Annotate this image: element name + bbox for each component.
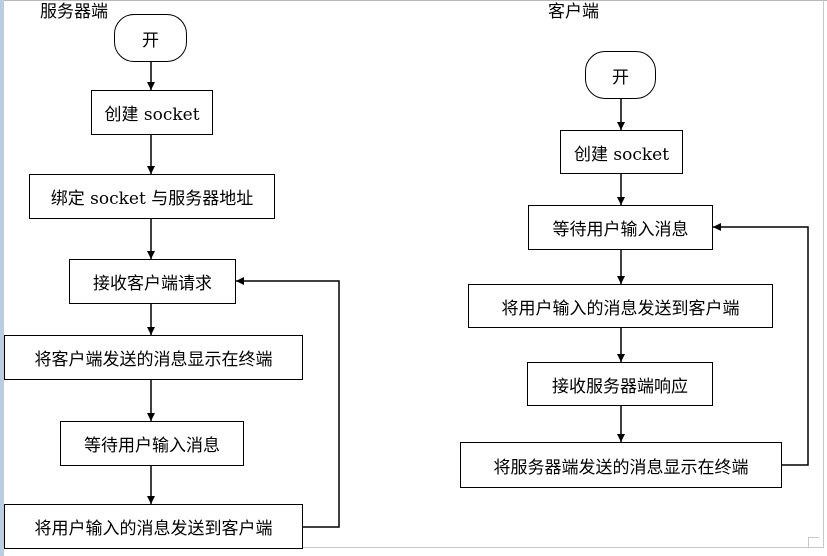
client-start-terminal: 开 <box>585 51 656 99</box>
page-bottom-margin <box>4 547 824 548</box>
client-step-create-socket: 创建 socket <box>560 130 683 174</box>
server-step-send-message: 将用户输入的消息发送到客户端 <box>4 504 303 549</box>
client-step-wait-input: 等待用户输入消息 <box>528 205 713 250</box>
page-right-margin <box>823 0 824 548</box>
server-step-accept-request: 接收客户端请求 <box>69 259 236 304</box>
client-step-send-message: 将用户输入的消息发送到客户端 <box>468 284 773 328</box>
server-title: 服务器端 <box>40 2 108 22</box>
client-step-receive-response: 接收服务器端响应 <box>527 362 713 406</box>
server-step-wait-input: 等待用户输入消息 <box>60 421 244 466</box>
server-loop-send-to-accept <box>236 277 340 528</box>
server-step-bind-socket: 绑定 socket 与服务器地址 <box>29 174 275 219</box>
server-start-terminal: 开 <box>114 14 187 62</box>
server-step-create-socket: 创建 socket <box>91 90 213 135</box>
page-corner-mark <box>808 537 819 548</box>
client-step-show-server-message: 将服务器端发送的消息显示在终端 <box>460 442 782 488</box>
window-left-edge <box>0 0 4 556</box>
client-title: 客户端 <box>548 2 599 22</box>
client-loop-show-to-wait <box>713 223 809 466</box>
server-step-show-client-message: 将客户端发送的消息显示在终端 <box>4 335 303 380</box>
window-top-line <box>4 0 827 1</box>
